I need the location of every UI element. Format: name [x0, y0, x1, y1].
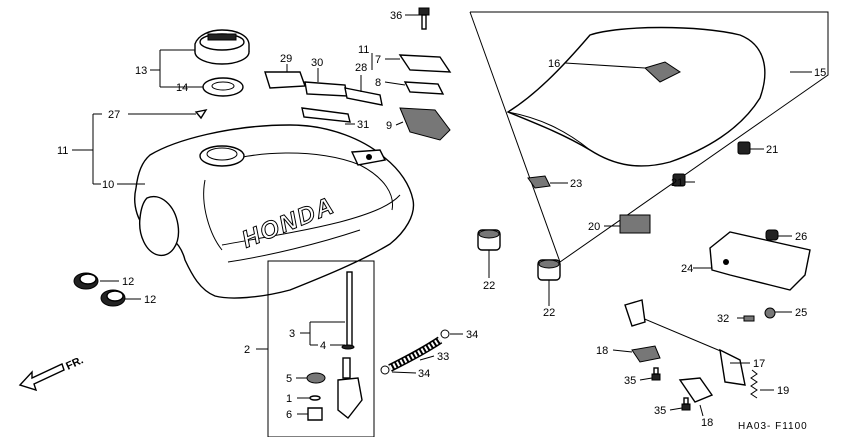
callout-28: 28: [355, 62, 367, 74]
callout-15: 15: [814, 67, 826, 79]
callout-labels: 1 2 3 4 5 6 7 8 9 10 11 11 12 12 13 14 1…: [57, 10, 826, 429]
callout-18b: 18: [701, 417, 713, 429]
callout-2: 2: [244, 344, 250, 356]
callout-17: 17: [753, 358, 765, 370]
cap-gasket: [202, 77, 244, 97]
callout-20: 20: [588, 221, 600, 233]
item-27-mark: [194, 108, 208, 120]
callout-21b: 21: [671, 177, 683, 189]
callout-12a: 12: [122, 276, 134, 288]
callout-25: 25: [795, 307, 807, 319]
bolt-36: [418, 7, 430, 30]
leader-lines: [72, 14, 812, 417]
callout-8: 8: [375, 77, 381, 89]
bolt-35a: [651, 367, 661, 381]
bracket-18b: [678, 377, 714, 403]
callout-22a: 22: [483, 280, 495, 292]
callout-7: 7: [375, 54, 381, 66]
callout-32: 32: [717, 313, 729, 325]
callout-23: 23: [570, 178, 582, 190]
diagram-code: HA03- F1100: [738, 421, 808, 432]
callout-27: 27: [108, 109, 120, 121]
grommet-21a: [737, 141, 751, 155]
nut-22b: [537, 259, 561, 281]
callout-16: 16: [548, 58, 560, 70]
grommet-26: [765, 229, 779, 241]
bracket-7: [398, 54, 452, 73]
nut-12a: [73, 272, 99, 290]
callout-34b: 34: [418, 368, 430, 380]
callout-36: 36: [390, 10, 402, 22]
bracket-18a: [631, 345, 661, 363]
callout-12b: 12: [144, 294, 156, 306]
callout-22b: 22: [543, 307, 555, 319]
fuel-tank: HONDA: [134, 124, 415, 299]
callout-10: 10: [102, 179, 114, 191]
block-20: [619, 214, 651, 234]
strip-28: [344, 87, 383, 106]
nut-22a: [477, 229, 501, 251]
callout-34a: 34: [466, 329, 478, 341]
front-direction-label: FR.: [64, 354, 85, 372]
bracket-24: [709, 231, 811, 291]
rubber-8: [403, 81, 445, 95]
pin-32: [743, 315, 755, 322]
callout-11-tank: 11: [57, 145, 68, 157]
callout-4: 4: [320, 340, 326, 352]
spring-19: [750, 369, 758, 399]
strip-29: [264, 71, 306, 89]
front-direction-indicator: FR.: [18, 354, 85, 392]
callout-1: 1: [286, 393, 292, 405]
callout-35b: 35: [654, 405, 666, 417]
nut-12b: [100, 289, 126, 307]
callout-26: 26: [795, 231, 807, 243]
callout-21a: 21: [766, 144, 778, 156]
fuel-cock: [306, 271, 363, 421]
fuel-cap: [194, 29, 250, 65]
clip-23: [527, 175, 551, 189]
callout-33: 33: [437, 351, 449, 363]
callout-24: 24: [681, 263, 693, 275]
callout-19: 19: [777, 385, 789, 397]
callout-5: 5: [286, 373, 292, 385]
grommet-21b: [672, 173, 686, 187]
strip-31: [301, 107, 351, 123]
callout-11-top: 11: [358, 44, 369, 56]
callout-14: 14: [176, 82, 188, 94]
seat: [506, 26, 766, 167]
callout-6: 6: [286, 409, 292, 421]
callout-3: 3: [289, 328, 295, 340]
callout-30: 30: [311, 57, 323, 69]
lock-lever: [634, 314, 731, 356]
bolt-35b: [681, 397, 691, 411]
callout-18a: 18: [596, 345, 608, 357]
callout-9: 9: [386, 120, 392, 132]
callout-13: 13: [135, 65, 147, 77]
mount-9: [399, 107, 451, 141]
seat-label-16: [644, 61, 681, 83]
callout-29: 29: [280, 53, 292, 65]
callout-35a: 35: [624, 375, 636, 387]
collar-25: [764, 307, 776, 319]
front-arrow-icon: [18, 363, 65, 392]
strip-30: [304, 81, 348, 97]
callout-31: 31: [357, 119, 369, 131]
